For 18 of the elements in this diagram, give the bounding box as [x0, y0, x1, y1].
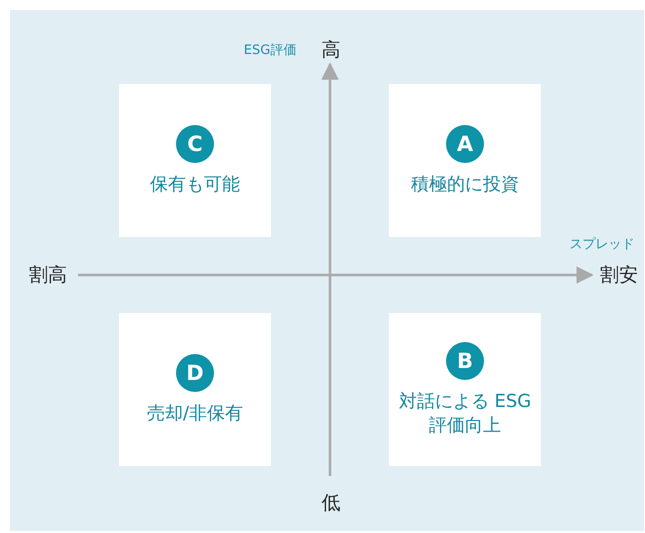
quadrant-box	[389, 313, 541, 466]
axis-end-label: 割高	[29, 263, 67, 288]
axis-end-label: 低	[322, 491, 340, 516]
quadrant-label: 積極的に投資	[410, 172, 520, 196]
axis-title: スプレッド	[570, 236, 634, 253]
quadrant-label: 売却/非保有	[146, 402, 244, 426]
letter-badge: A	[446, 124, 484, 163]
axis-title: ESG評価	[244, 42, 296, 59]
quadrant-box	[389, 84, 541, 237]
quadrant-label: 対話による ESG評価向上	[398, 390, 532, 437]
quadrant-label: 保有も可能	[149, 172, 241, 196]
quadrant-box	[119, 313, 271, 466]
letter-badge: C	[176, 124, 214, 163]
letter-badge: D	[176, 354, 214, 392]
quadrant-box	[119, 84, 271, 237]
letter-badge: B	[446, 342, 484, 380]
axis-end-label: 割安	[600, 263, 638, 288]
axis-end-label: 高	[322, 38, 340, 63]
